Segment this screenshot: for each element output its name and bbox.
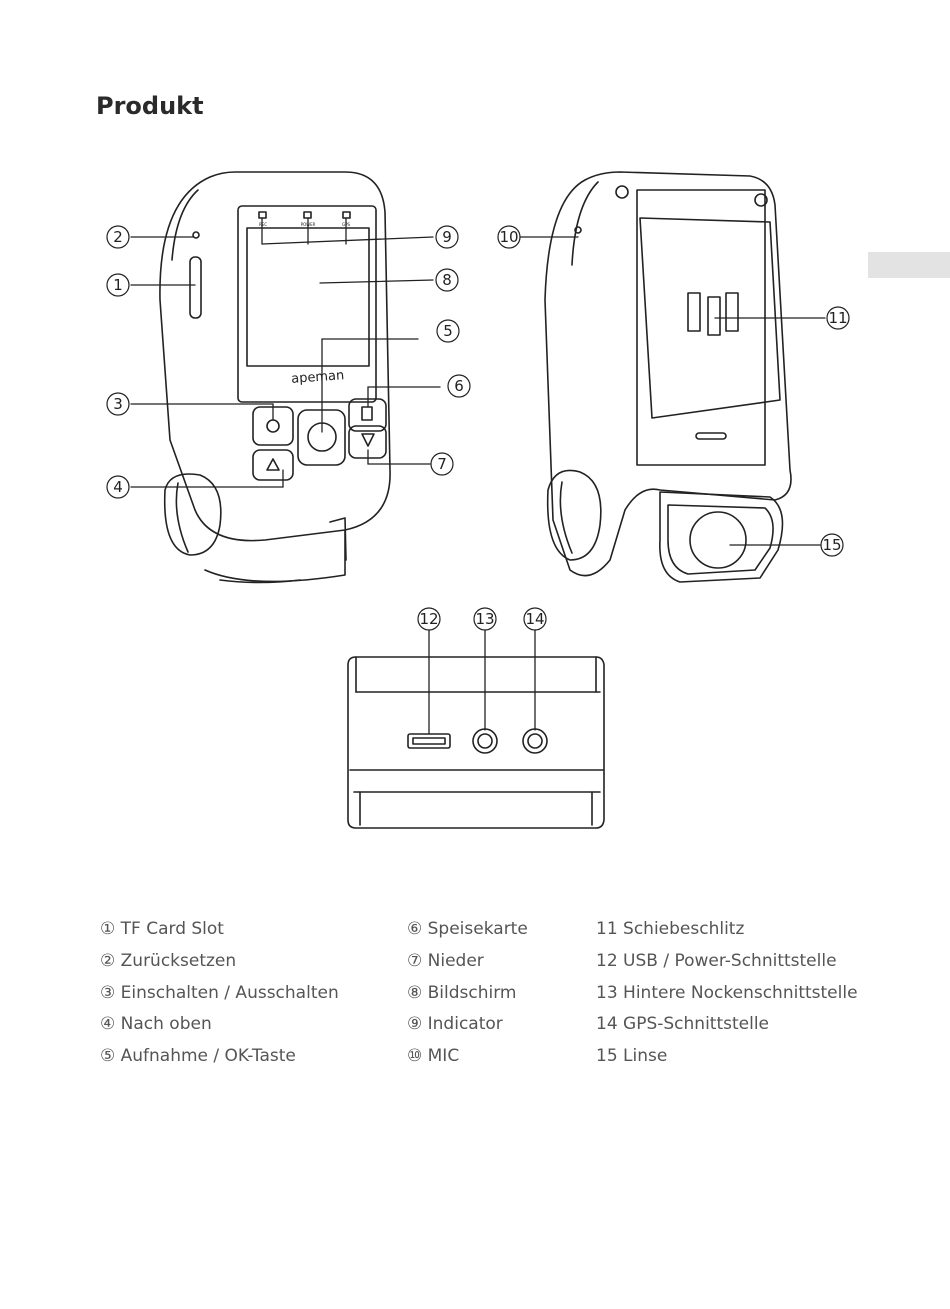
legend-column-2: ⑥ Speisekarte ⑦ Nieder ⑧ Bildschirm ⑨ In… [407,914,528,1073]
callout-2: 2 [113,228,123,246]
screw-hole-left [615,185,629,199]
up-button [252,449,294,481]
legend-item: 14 GPS-Schnittstelle [596,1014,770,1035]
callout-5: 5 [443,322,453,340]
mic-hole [574,226,582,234]
back-view [544,171,792,583]
callout-10: 10 [499,228,518,246]
callout-8: 8 [442,271,452,289]
legend-item: ① TF Card Slot [100,919,224,939]
slide-slot-2 [707,296,721,336]
callout-14: 14 [525,610,544,628]
legend-item: ⑨ Indicator [407,1014,503,1035]
legend-item: 15 Linse [596,1046,668,1067]
led-label-power: POWER [301,222,316,227]
side-tab-marker [868,252,950,278]
bottom-view [347,656,605,829]
leader-lines [130,217,826,735]
gps-port [522,728,548,754]
tf-card-slot [189,256,202,319]
led-gps [342,211,351,219]
legend-item: ⑦ Nieder [407,950,484,971]
slide-slot-3 [725,292,739,332]
callout-circles [106,225,850,631]
led-label-rec: REC [259,222,267,227]
callout-3: 3 [113,395,123,413]
page-title: Produkt [96,92,204,120]
legend-column-1: ① TF Card Slot ② Zurücksetzen ③ Einschal… [100,914,339,1073]
callout-15: 15 [822,536,841,554]
led-power [303,211,312,219]
speaker-grille [695,432,727,440]
callout-4: 4 [113,478,123,496]
callout-11: 11 [828,309,847,327]
brand-logo: apeman [291,368,345,387]
legend-item: 12 USB / Power-Schnittstelle [596,950,837,971]
legend-item: 13 Hintere Nockenschnittstelle [596,982,858,1003]
legend-item: ⑧ Bildschirm [407,982,517,1003]
product-diagram: apeman REC POWER GPS 2 1 3 4 5 6 7 8 9 1… [106,171,850,829]
rear-cam-port [472,728,498,754]
screen [246,227,370,367]
usb-port [407,733,451,749]
led-label-gps: GPS [342,222,351,227]
front-view [159,171,391,584]
reset-hole [192,231,200,239]
callout-1: 1 [113,276,123,294]
legend-item: ③ Einschalten / Ausschalten [100,982,339,1003]
callout-7: 7 [437,455,447,473]
callout-6: 6 [454,377,464,395]
mount-plate [639,217,781,419]
legend-item: 11 Schiebeschlitz [596,919,745,939]
slide-slot-1 [687,292,701,332]
legend-item: ⑩ MIC [407,1046,460,1067]
legend-column-3: 11 Schiebeschlitz 12 USB / Power-Schnitt… [596,914,858,1073]
legend-item: ⑤ Aufnahme / OK-Taste [100,1046,296,1067]
legend-item: ② Zurücksetzen [100,950,237,971]
led-rec [258,211,267,219]
callout-13: 13 [475,610,494,628]
legend-item: ④ Nach oben [100,1014,212,1035]
legend-item: ⑥ Speisekarte [407,919,528,939]
callout-12: 12 [419,610,438,628]
screw-hole-right [754,193,768,207]
lens [689,511,747,569]
callout-9: 9 [442,228,452,246]
